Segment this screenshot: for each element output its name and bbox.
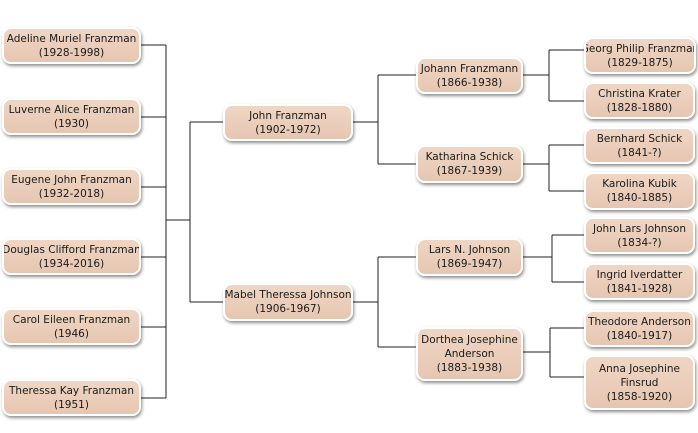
person-douglas-clifford-franzman: Douglas Clifford Franzman (1934-2016) — [2, 238, 141, 275]
person-dates: (1841-1928) — [606, 282, 673, 295]
person-dates: (1951) — [54, 398, 89, 411]
person-dates: (1902-1972) — [255, 123, 321, 136]
person-name: John Franzman — [249, 109, 327, 122]
person-dates: (1867-1939) — [436, 165, 503, 177]
person-mabel-theressa-johnson: Mabel Theressa Johnson (1906-1967) — [223, 283, 353, 321]
person-dates: (1840-1917) — [606, 329, 673, 342]
person-eugene-john-franzman: Eugene John Franzman (1932-2018) — [2, 168, 141, 205]
person-georg-philip-franzman: Georg Philip Franzman (1829-1875) — [584, 37, 696, 74]
person-theodore-anderson: Theodore Anderson (1840-1917) — [584, 310, 695, 347]
person-name-cont: Anderson — [444, 348, 495, 360]
person-john-lars-johnson: John Lars Johnson (1834-?) — [584, 217, 695, 254]
person-name: Georg Philip Franzman — [584, 42, 696, 55]
person-name: Adeline Muriel Franzman — [6, 32, 137, 45]
person-name: Karolina Kubik — [602, 178, 677, 190]
person-name: Theressa Kay Franzman — [9, 384, 134, 397]
person-dates: (1869-1947) — [436, 258, 503, 270]
person-anna-josephine-finsrud: Anna Josephine Finsrud (1858-1920) — [584, 355, 695, 410]
person-john-franzman: John Franzman (1902-1972) — [223, 104, 353, 141]
person-dorthea-josephine-anderson: Dorthea Josephine Anderson (1883-1938) — [416, 327, 523, 381]
person-ingrid-iverdatter: Ingrid Iverdatter (1841-1928) — [584, 263, 695, 300]
person-name: Christina Krater — [598, 87, 681, 100]
person-karolina-kubik: Karolina Kubik (1840-1885) — [584, 172, 695, 210]
person-dates: (1946) — [54, 327, 89, 340]
person-dates: (1828-1880) — [606, 101, 673, 114]
person-christina-krater: Christina Krater (1828-1880) — [584, 82, 695, 119]
person-luverne-alice-franzman: Luverne Alice Franzman (1930) — [2, 98, 141, 135]
person-dates: (1930) — [54, 117, 89, 130]
person-dates: (1932-2018) — [38, 187, 105, 200]
person-dates: (1906-1967) — [255, 303, 321, 315]
person-dates: (1866-1938) — [436, 76, 503, 89]
person-dates: (1934-2016) — [38, 257, 105, 270]
person-bernhard-schick: Bernhard Schick (1841-?) — [584, 127, 695, 164]
person-name: Luverne Alice Franzman — [8, 103, 135, 116]
person-name: Mabel Theressa Johnson — [224, 289, 352, 301]
person-name: Douglas Clifford Franzman — [2, 243, 141, 256]
person-name: John Lars Johnson — [593, 222, 686, 235]
person-name: Katharina Schick — [425, 151, 514, 163]
person-theressa-kay-franzman: Theressa Kay Franzman (1951) — [2, 379, 141, 416]
person-name: Ingrid Iverdatter — [596, 268, 683, 281]
person-carol-eileen-franzman: Carol Eileen Franzman (1946) — [2, 308, 141, 345]
person-name: Anna Josephine — [598, 362, 681, 375]
person-johann-franzmann: Johann Franzmann (1866-1938) — [416, 57, 523, 94]
person-name: Carol Eileen Franzman — [12, 313, 131, 326]
person-dates: (1883-1938) — [436, 362, 503, 374]
person-dates: (1928-1998) — [38, 46, 105, 59]
person-name: Bernhard Schick — [596, 132, 683, 145]
person-dates: (1840-1885) — [606, 192, 673, 204]
person-name-cont: Finsrud — [620, 376, 659, 389]
person-dates: (1829-1875) — [607, 56, 673, 69]
person-adeline-muriel-franzman: Adeline Muriel Franzman (1928-1998) — [2, 27, 141, 64]
person-dates: (1858-1920) — [606, 390, 673, 403]
person-name: Eugene John Franzman — [11, 173, 132, 186]
person-dates: (1834-?) — [617, 236, 662, 249]
person-dates: (1841-?) — [617, 146, 662, 159]
person-name: Lars N. Johnson — [428, 244, 511, 256]
person-name: Dorthea Josephine — [421, 334, 518, 346]
person-lars-n-johnson: Lars N. Johnson (1869-1947) — [416, 238, 523, 276]
person-katharina-schick: Katharina Schick (1867-1939) — [416, 145, 523, 183]
person-name: Theodore Anderson — [588, 315, 691, 328]
person-name: Johann Franzmann — [420, 62, 519, 75]
